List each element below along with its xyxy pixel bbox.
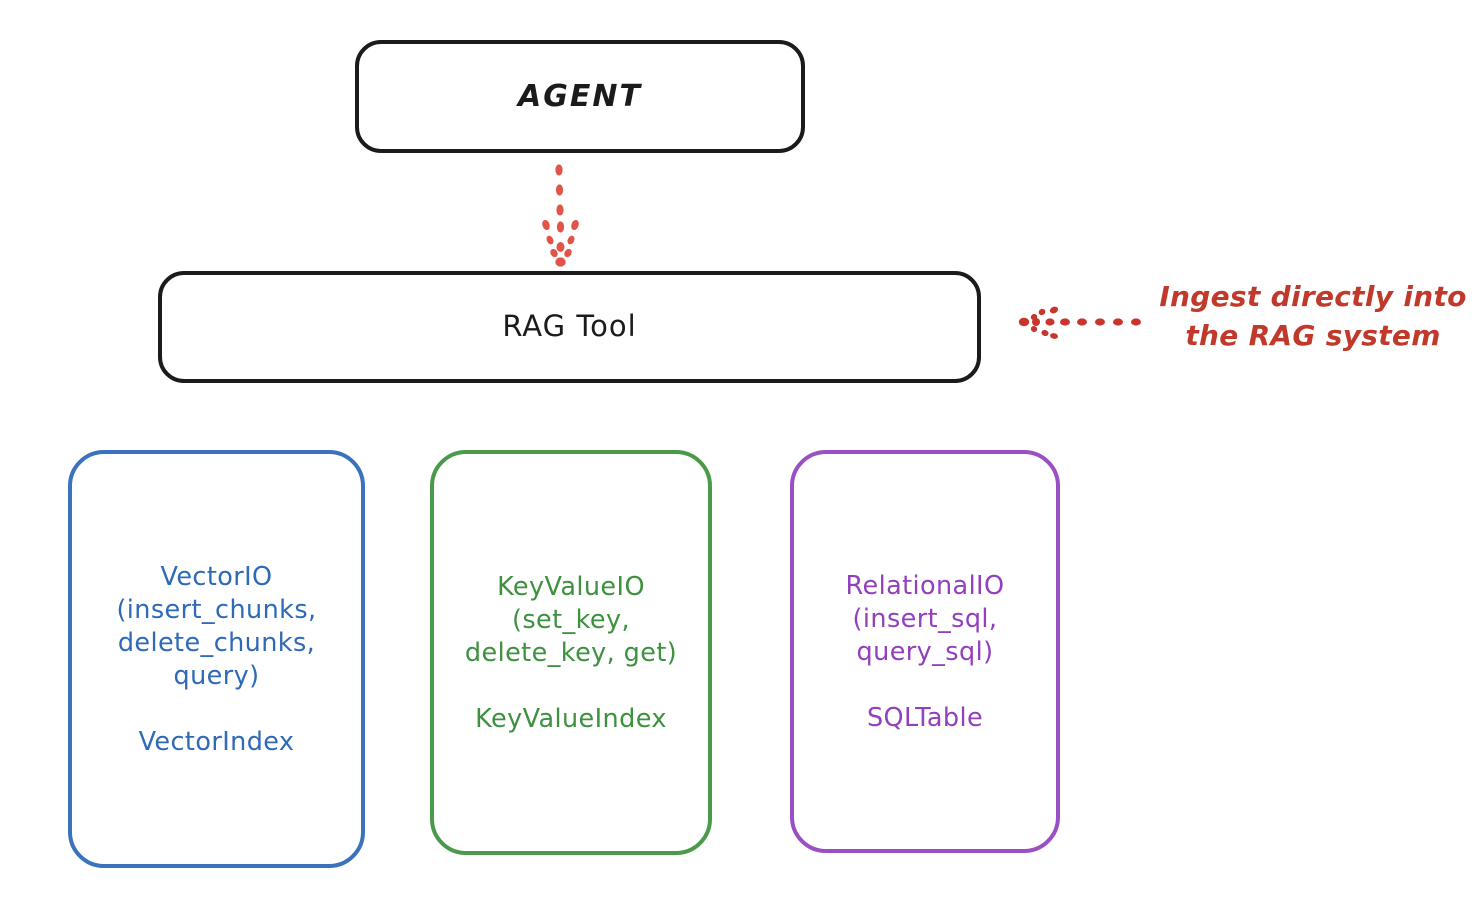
node-relationalio-label: RelationalIO (insert_sql, query_sql) bbox=[845, 570, 1005, 668]
arrow-agent-to-rag-tool bbox=[542, 164, 579, 267]
node-vectorio[interactable]: VectorIO (insert_chunks, delete_chunks, … bbox=[68, 450, 365, 868]
node-relationalio[interactable]: RelationalIO (insert_sql, query_sql) SQL… bbox=[790, 450, 1060, 853]
node-rag-tool-label: RAG Tool bbox=[502, 309, 637, 344]
node-rag-tool[interactable]: RAG Tool bbox=[158, 271, 981, 383]
node-vectorio-sublabel: VectorIndex bbox=[138, 727, 295, 758]
node-agent[interactable]: AGENT bbox=[355, 40, 805, 153]
node-keyvalueio-sublabel: KeyValueIndex bbox=[475, 704, 667, 735]
node-relationalio-sublabel: SQLTable bbox=[866, 703, 984, 734]
node-keyvalueio-label: KeyValueIO (set_key, delete_key, get) bbox=[464, 571, 678, 669]
node-agent-label: AGENT bbox=[518, 79, 642, 114]
node-keyvalueio[interactable]: KeyValueIO (set_key, delete_key, get) Ke… bbox=[430, 450, 712, 855]
annotation-ingest-directly: Ingest directly into the RAG system bbox=[1159, 280, 1467, 352]
node-vectorio-label: VectorIO (insert_chunks, delete_chunks, … bbox=[116, 561, 317, 692]
arrow-ingest-into-rag-tool bbox=[1018, 306, 1141, 339]
